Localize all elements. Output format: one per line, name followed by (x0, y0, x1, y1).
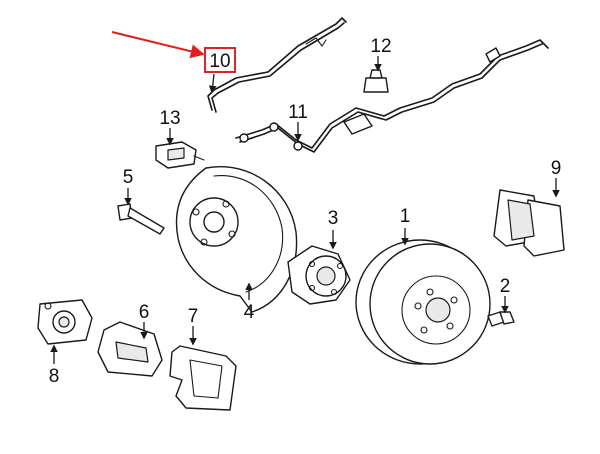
callout-4: 4 (244, 282, 255, 323)
bolt-part-2 (487, 311, 515, 327)
callout-label-8: 8 (49, 366, 60, 387)
bracket-part-7 (169, 345, 237, 411)
callout-2: 2 (500, 276, 511, 314)
callout-label-4: 4 (244, 302, 255, 323)
callout-label-6: 6 (139, 302, 150, 323)
callout-label-12: 12 (370, 36, 391, 57)
callout-10: 10 (204, 47, 236, 94)
brake-rotor-part-1 (355, 239, 491, 365)
dust-shield-part-4 (175, 166, 298, 313)
callout-12: 12 (370, 36, 392, 72)
callout-6: 6 (139, 302, 150, 340)
bolt-part-5 (117, 203, 165, 235)
callout-3: 3 (328, 208, 339, 250)
caliper-part-6 (97, 321, 163, 377)
sensor-part-13 (155, 141, 205, 169)
callout-label-2: 2 (500, 276, 511, 297)
callout-label-11: 11 (288, 102, 308, 123)
brake-line-part-11 (235, 39, 549, 153)
callout-9: 9 (551, 158, 562, 198)
highlight-box (204, 47, 236, 73)
callout-label-10: 10 (209, 51, 230, 72)
red-pointer-arrow (111, 31, 205, 59)
callout-13: 13 (159, 108, 181, 146)
callout-label-13: 13 (159, 108, 180, 129)
callout-label-5: 5 (123, 167, 134, 188)
callout-label-7: 7 (188, 306, 199, 327)
brake-pads-part-9 (493, 189, 565, 257)
hub-bearing-part-3 (287, 245, 351, 305)
callout-5: 5 (123, 167, 134, 206)
callout-label-3: 3 (328, 208, 339, 229)
callout-11: 11 (288, 102, 308, 142)
caliper-piston-part-8 (37, 299, 93, 345)
callout-label-1: 1 (400, 206, 411, 227)
clip-part-12 (363, 69, 389, 93)
callout-1: 1 (400, 206, 411, 246)
callout-7: 7 (188, 306, 199, 346)
callout-label-9: 9 (551, 158, 562, 179)
brake-hose-part-10 (207, 17, 347, 113)
callout-8: 8 (49, 344, 60, 387)
